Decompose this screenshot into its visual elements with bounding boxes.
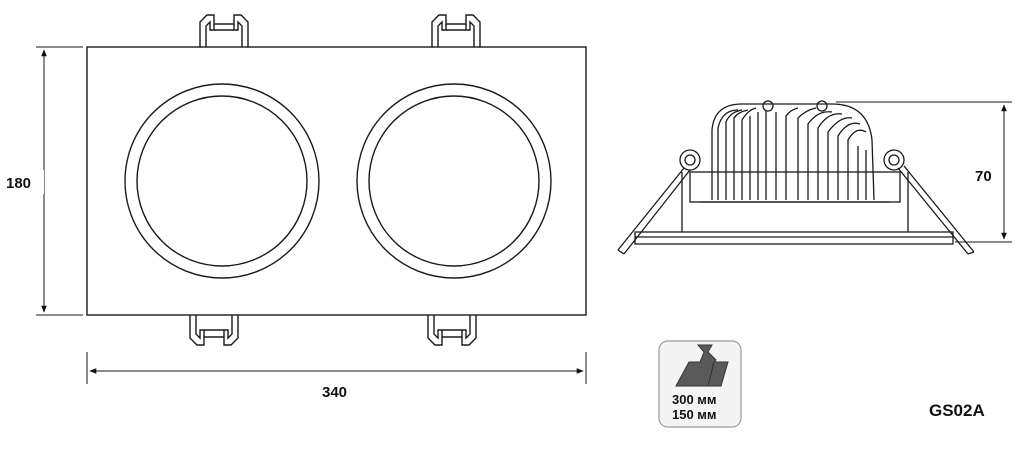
cutout-badge: 300 мм 150 мм [658, 340, 742, 428]
bottom-clip-right [427, 315, 477, 346]
lamp-left [124, 83, 320, 279]
height-label-bg [4, 170, 44, 194]
top-clip-right [431, 14, 481, 47]
side-spring-right [883, 149, 975, 255]
fixture-frame [86, 46, 587, 316]
height-label: 180 [6, 175, 31, 192]
width-dimension [86, 352, 587, 384]
ceiling-cutout-icon [675, 344, 729, 387]
width-label: 340 [322, 384, 347, 401]
heatsink [711, 100, 875, 201]
model-label: GS02A [929, 401, 985, 420]
front-view [86, 14, 587, 346]
side-view [617, 100, 975, 255]
cutout-line-2: 150 мм [672, 407, 717, 422]
depth-label: 70 [975, 168, 992, 185]
side-spring-left [617, 149, 701, 255]
top-clip-left [199, 14, 249, 47]
bottom-clip-left [189, 315, 239, 346]
depth-dimension [836, 101, 1012, 243]
cutout-line-1: 300 мм [672, 392, 717, 407]
lamp-right [356, 83, 552, 279]
